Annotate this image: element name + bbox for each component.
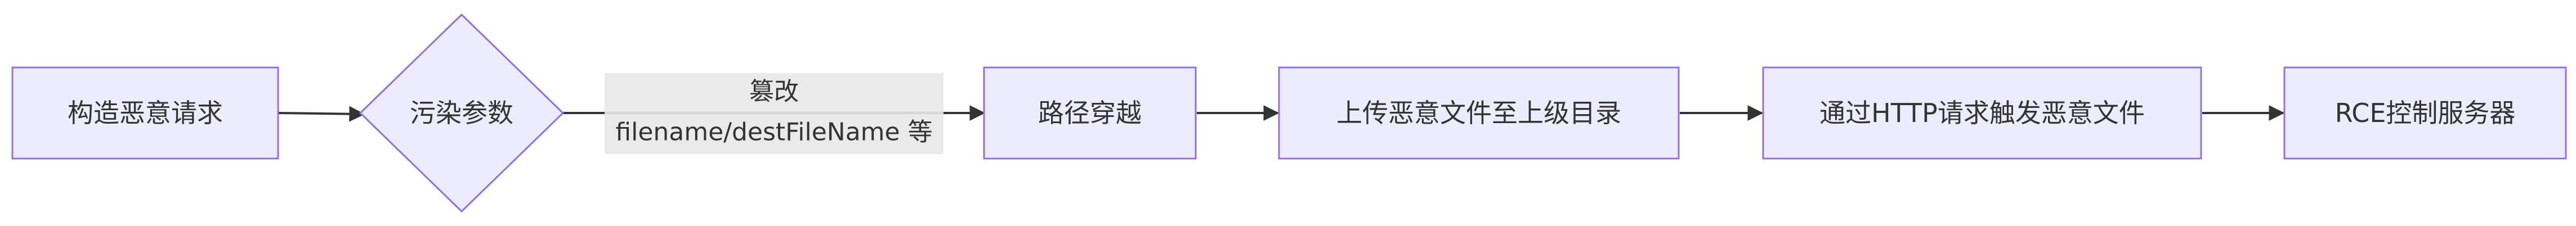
- node-upload-file: 上传恶意文件至上级目录: [1278, 66, 1680, 160]
- node-rce-control-label: RCE控制服务器: [2335, 98, 2516, 128]
- edge-label-line1: 篡改: [749, 78, 799, 106]
- node-path-traversal: 路径穿越: [983, 66, 1197, 160]
- node-construct-request: 构造恶意请求: [11, 66, 279, 160]
- edge-label-tamper: 篡改 filename/destFileName 等: [605, 73, 943, 154]
- node-pollute-params: 污染参数: [359, 13, 565, 213]
- edge-label-line2: filename/destFileName 等: [615, 118, 932, 147]
- node-upload-file-label: 上传恶意文件至上级目录: [1336, 98, 1621, 128]
- node-http-trigger-label: 通过HTTP请求触发恶意文件: [1819, 98, 2145, 128]
- node-rce-control: RCE控制服务器: [2283, 66, 2567, 160]
- edge-construct-to-pollute: [278, 106, 365, 122]
- node-path-traversal-label: 路径穿越: [1038, 98, 1142, 128]
- node-construct-request-label: 构造恶意请求: [68, 98, 223, 128]
- edge-label-background: [605, 73, 943, 154]
- node-pollute-params-label: 污染参数: [410, 98, 513, 128]
- node-http-trigger: 通过HTTP请求触发恶意文件: [1762, 66, 2202, 160]
